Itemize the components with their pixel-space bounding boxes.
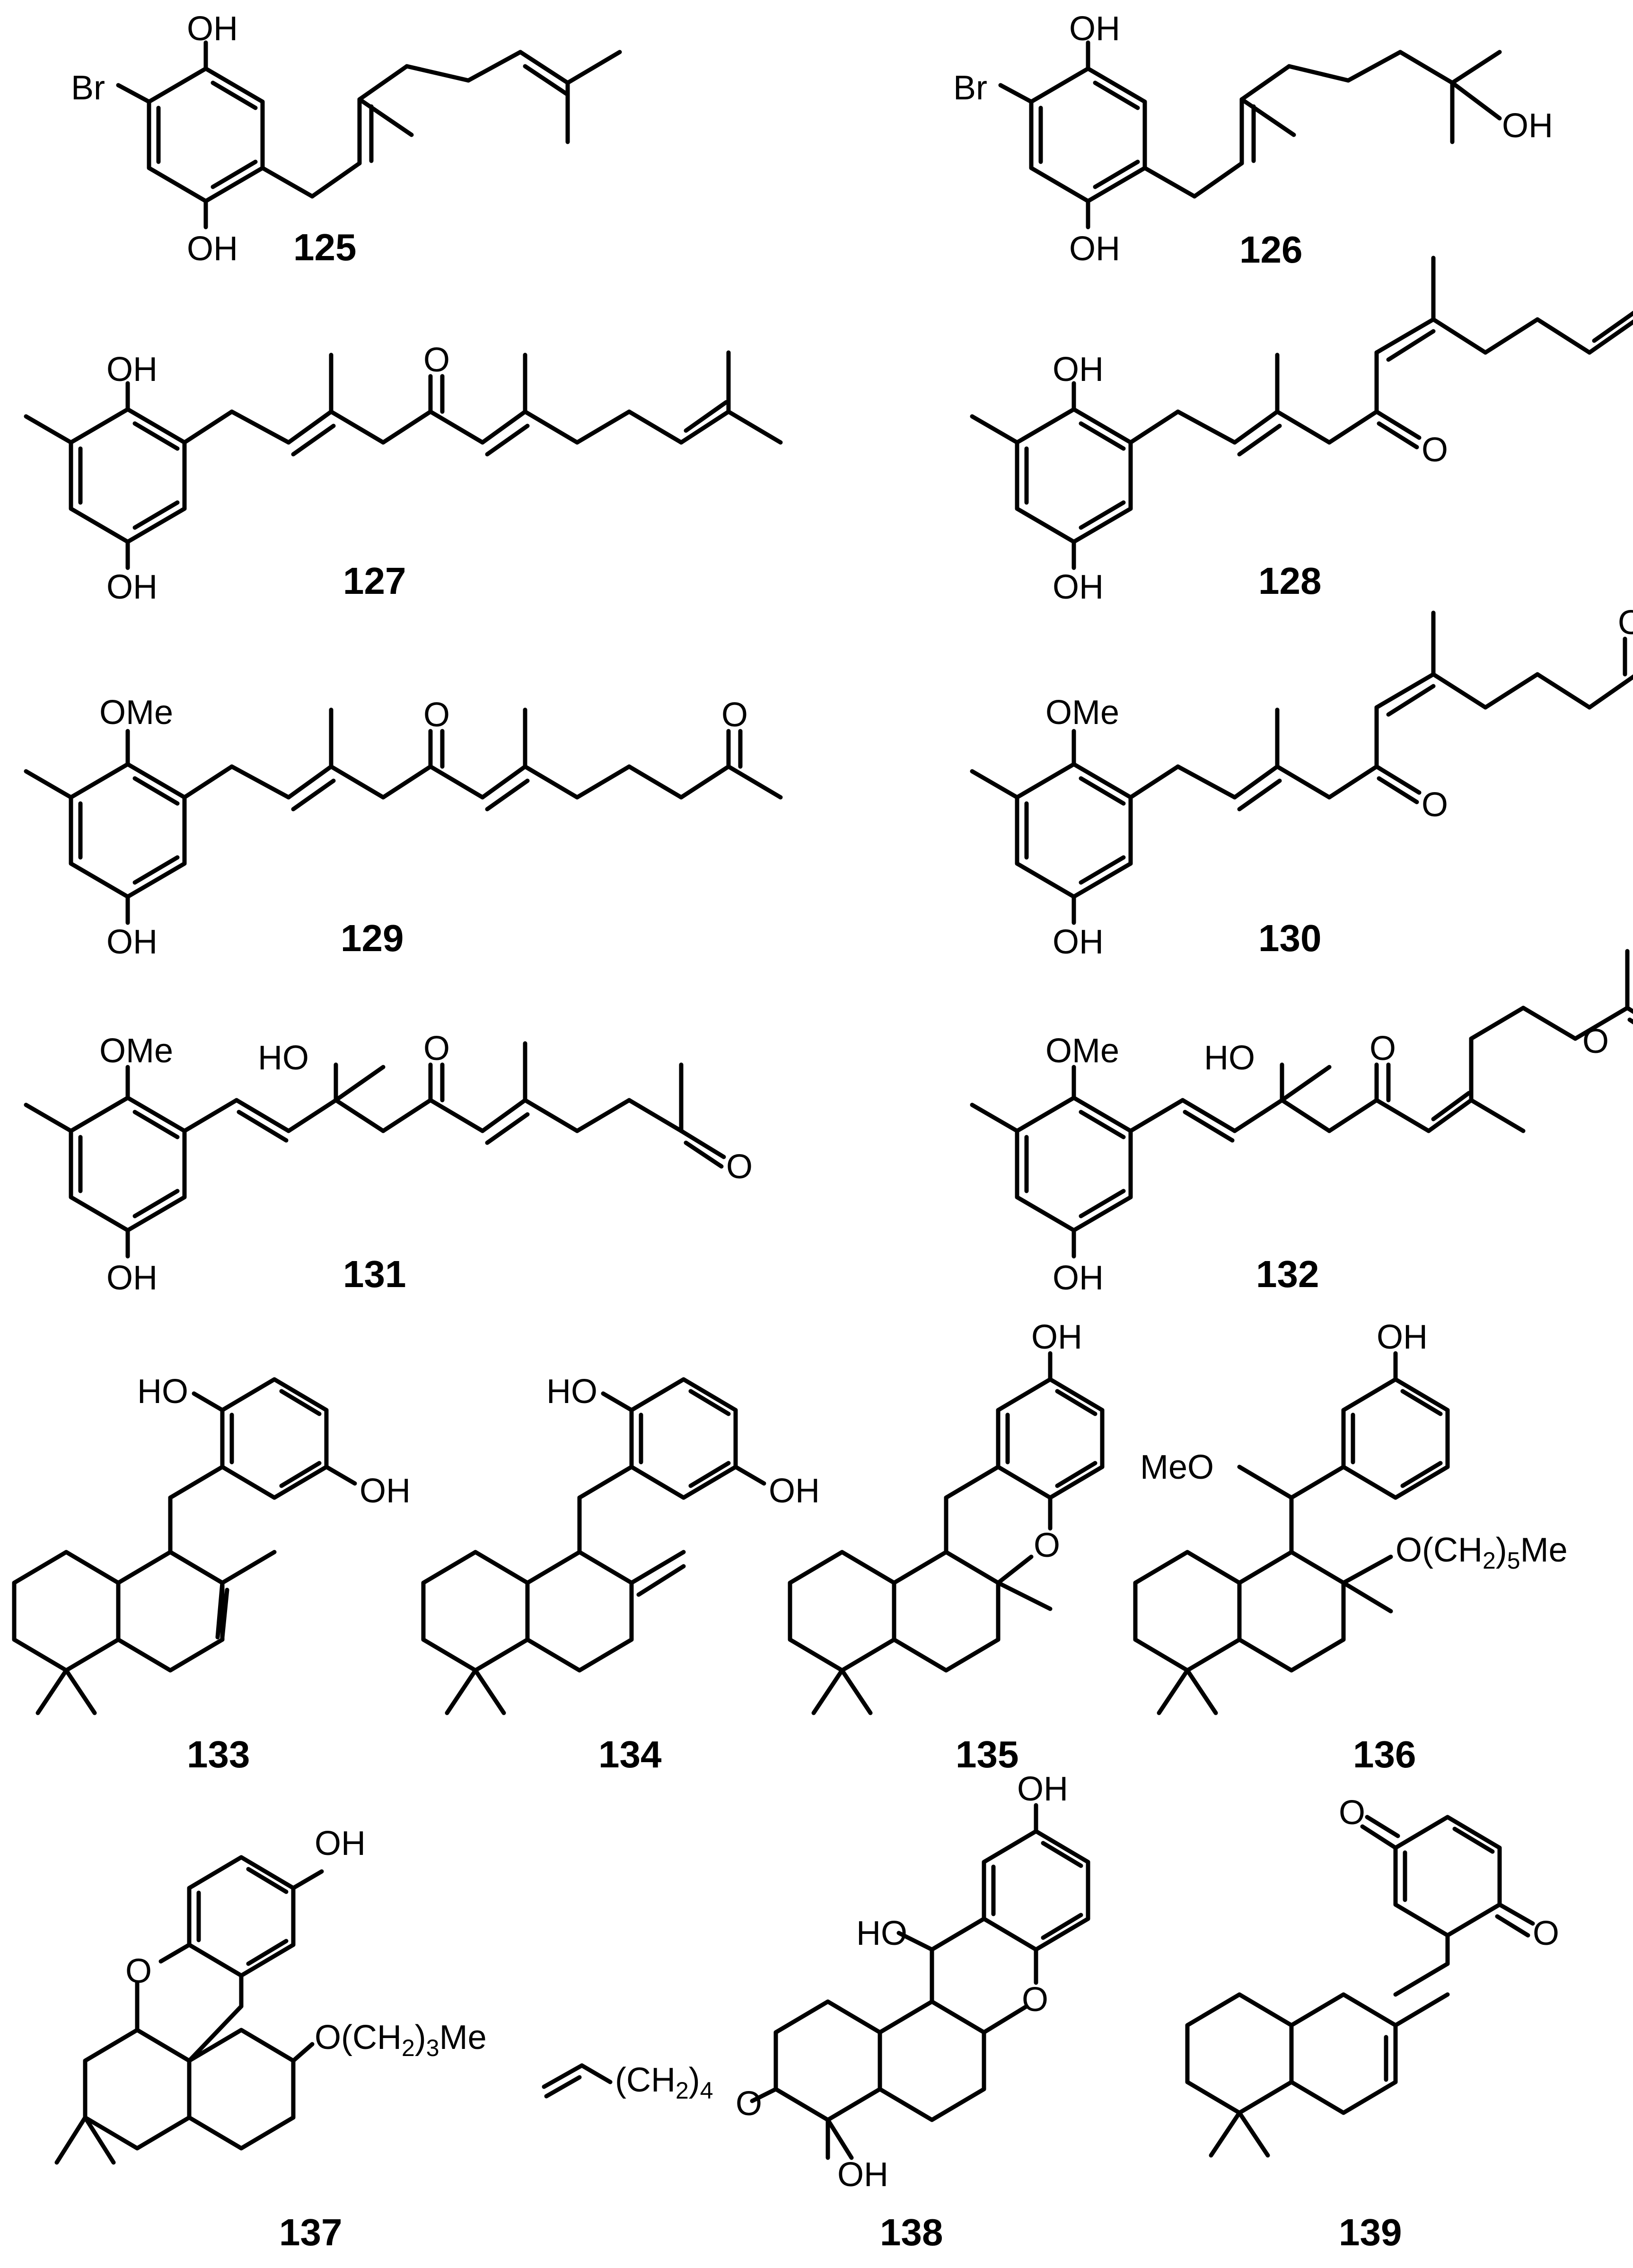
atom-label: O bbox=[1022, 1981, 1048, 2019]
atom-label: Br bbox=[953, 69, 987, 107]
atom-label: O bbox=[736, 2085, 762, 2123]
atom-fragment: O(CH bbox=[315, 2019, 402, 2056]
subscript: 4 bbox=[700, 2077, 713, 2104]
atom-label: OH bbox=[106, 351, 158, 388]
compound-number: 125 bbox=[293, 226, 356, 268]
atom-label: OH bbox=[1053, 351, 1104, 388]
atom-label: OH bbox=[187, 10, 238, 48]
atom-label: OH bbox=[106, 568, 158, 606]
compound-number: 128 bbox=[1258, 560, 1321, 602]
atom-label: HO bbox=[137, 1373, 188, 1411]
atom-label: O bbox=[1422, 786, 1448, 824]
atom-label: O bbox=[423, 1030, 450, 1068]
atom-label: HO bbox=[856, 1915, 907, 1952]
atom-label: OH bbox=[1502, 107, 1553, 145]
atom-label: O(CH2)5Me bbox=[1396, 1531, 1568, 1574]
atom-label: OH bbox=[1069, 10, 1120, 48]
atom-label: OH bbox=[187, 230, 238, 268]
atom-label: (CH2)4 bbox=[615, 2061, 713, 2104]
compound-number: 137 bbox=[279, 2211, 342, 2253]
structure-130: OMe OH O O 130 bbox=[970, 604, 1633, 961]
atom-label: OH bbox=[1053, 923, 1104, 961]
structure-133: HO OH 133 bbox=[12, 1373, 411, 1775]
structure-137: OH O O(CH2)3Me 137 bbox=[54, 1825, 487, 2253]
atom-label: HO bbox=[258, 1039, 309, 1077]
atom-fragment: ) bbox=[1496, 1531, 1507, 1569]
structure-131: OMe HO O OH O 131 bbox=[24, 1030, 753, 1297]
atom-label: OH bbox=[106, 1259, 158, 1297]
atom-label: O bbox=[721, 696, 748, 734]
compound-number: 127 bbox=[343, 560, 406, 602]
atom-label: OH bbox=[1377, 1318, 1428, 1356]
structure-128: OH OH O 128 bbox=[970, 256, 1633, 606]
structure-126: OH Br OH OH 126 bbox=[953, 10, 1553, 271]
atom-label: O(CH2)3Me bbox=[315, 2019, 487, 2061]
atom-label: OMe bbox=[1045, 1032, 1119, 1070]
atom-label: OH bbox=[1031, 1318, 1082, 1356]
compound-number: 132 bbox=[1256, 1253, 1319, 1295]
subscript: 2 bbox=[676, 2077, 689, 2104]
atom-label: HO bbox=[546, 1373, 597, 1411]
atom-label: O bbox=[1370, 1030, 1396, 1068]
atom-label: O bbox=[423, 341, 450, 379]
compound-number: 139 bbox=[1339, 2211, 1402, 2253]
compound-number: 129 bbox=[341, 917, 404, 959]
atom-fragment: O(CH bbox=[1396, 1531, 1483, 1569]
atom-label: HO bbox=[1204, 1039, 1255, 1077]
structure-139: O O 139 bbox=[1185, 1794, 1559, 2253]
compound-number: 126 bbox=[1239, 229, 1302, 271]
compound-number: 134 bbox=[598, 1733, 662, 1775]
structure-127: OH OH O 127 bbox=[24, 341, 783, 606]
atom-fragment: Me bbox=[439, 2019, 487, 2056]
atom-fragment: (CH bbox=[615, 2061, 676, 2099]
subscript: 2 bbox=[1483, 1547, 1496, 1574]
atom-label: O bbox=[125, 1952, 152, 1990]
atom-label: OH bbox=[769, 1472, 820, 1510]
compound-number: 130 bbox=[1258, 917, 1321, 959]
atom-label: OH bbox=[106, 923, 158, 961]
atom-label: O bbox=[1422, 431, 1448, 469]
structure-132: OMe HO O OH O 132 bbox=[970, 949, 1633, 1297]
atom-label: O bbox=[1618, 604, 1633, 642]
atom-label: O bbox=[726, 1148, 753, 1186]
structure-136: OH MeO O(CH2)5Me 136 bbox=[1133, 1318, 1568, 1775]
atom-label: OH bbox=[315, 1825, 366, 1862]
subscript: 2 bbox=[402, 2035, 415, 2061]
subscript: 3 bbox=[426, 2035, 439, 2061]
atom-label: O bbox=[423, 696, 450, 734]
subscript: 5 bbox=[1507, 1547, 1520, 1574]
atom-label: OH bbox=[1053, 1259, 1104, 1297]
atom-label: O bbox=[1582, 1023, 1609, 1060]
atom-label: OMe bbox=[99, 1032, 173, 1070]
compound-number: 131 bbox=[343, 1253, 406, 1295]
compound-number: 138 bbox=[880, 2211, 943, 2253]
atom-label: OMe bbox=[1045, 694, 1119, 732]
atom-fragment: Me bbox=[1520, 1531, 1568, 1569]
atom-label: Br bbox=[71, 69, 105, 107]
atom-label: O bbox=[1034, 1527, 1060, 1564]
atom-label: OH bbox=[1069, 230, 1120, 268]
atom-label: MeO bbox=[1140, 1448, 1214, 1486]
atom-label: OH bbox=[1053, 568, 1104, 606]
atom-label: OH bbox=[837, 2156, 888, 2194]
structure-135: OH O 135 bbox=[788, 1318, 1105, 1775]
atom-label: O bbox=[1339, 1794, 1365, 1832]
atom-label: OH bbox=[1017, 1770, 1068, 1808]
compound-number: 135 bbox=[956, 1733, 1018, 1775]
atom-label: OH bbox=[360, 1472, 411, 1510]
structure-138: OH HO O (CH2)4 O OH 138 bbox=[542, 1770, 1090, 2253]
atom-label: OMe bbox=[99, 694, 173, 732]
structure-129: OMe OH O O 129 bbox=[24, 694, 783, 961]
atom-fragment: ) bbox=[415, 2019, 426, 2056]
compound-number: 133 bbox=[187, 1733, 250, 1775]
structure-125: OH Br OH 125 bbox=[71, 10, 622, 268]
structure-134: HO OH 134 bbox=[421, 1373, 820, 1775]
atom-fragment: ) bbox=[689, 2061, 700, 2099]
atom-label: O bbox=[1533, 1915, 1559, 1952]
compound-number: 136 bbox=[1353, 1733, 1416, 1775]
